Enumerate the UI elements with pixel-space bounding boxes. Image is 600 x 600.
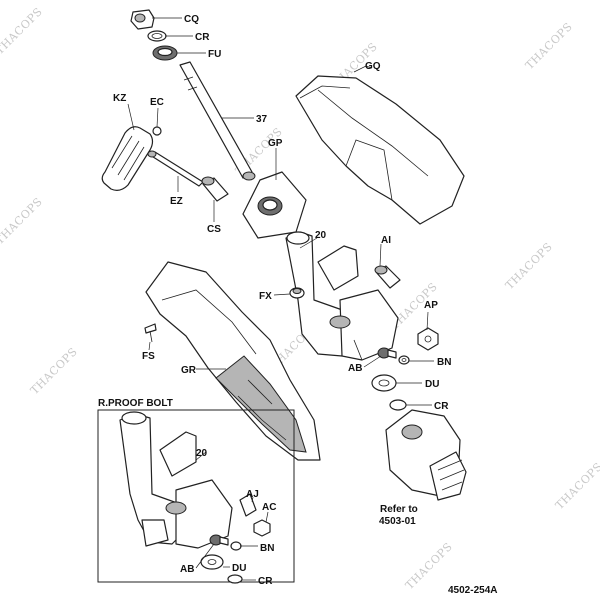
part-aj-bushing-inset: [239, 493, 257, 517]
label-37: 37: [256, 114, 268, 125]
reference-line-1: Refer to: [380, 504, 418, 515]
part-gq-upper-cover: [295, 75, 465, 225]
label-20-main: 20: [315, 230, 327, 241]
figure-code: 4502-254A: [448, 585, 497, 596]
part-cr-clip-main: [389, 399, 407, 411]
watermark: THACOPS: [553, 460, 600, 512]
part-fu-bearing: [152, 45, 178, 61]
part-du-washer-inset: [200, 554, 224, 570]
part-du-washer-main: [371, 374, 397, 392]
watermark: THACOPS: [523, 20, 575, 72]
label-du-main: DU: [425, 379, 439, 390]
inset-panel: [97, 409, 295, 583]
part-fx-cap: [289, 287, 305, 299]
part-ac-nut-inset: [253, 519, 271, 537]
label-cr-main: CR: [434, 401, 449, 412]
part-20-column-bracket: [285, 231, 399, 361]
part-lock-assembly: [385, 409, 467, 501]
part-bn-washer-inset: [230, 541, 242, 551]
part-cq-nut: [130, 9, 155, 30]
watermark: THACOPS: [0, 195, 45, 247]
label-ez: EZ: [170, 196, 183, 207]
label-20-inset: 20: [196, 448, 208, 459]
part-gp-plate: [242, 171, 307, 239]
label-gq: GQ: [365, 61, 381, 72]
watermark: THACOPS: [28, 345, 80, 397]
label-cr-top: CR: [195, 32, 210, 43]
label-ac: AC: [262, 502, 276, 513]
part-kz-key: [101, 126, 154, 191]
label-fs: FS: [142, 351, 155, 362]
label-ab-main: AB: [348, 363, 362, 374]
label-du-inset: DU: [232, 563, 246, 574]
callout-labels: CQ CR FU 37 KZ EC GQ GP EZ CS 20 AI FX A…: [98, 14, 497, 596]
part-bn-washer-main: [398, 355, 410, 365]
reference-line-2: 4503-01: [379, 516, 416, 527]
part-ez-shaft: [147, 150, 204, 187]
part-cr-clip-inset: [227, 574, 243, 584]
part-ap-nut: [417, 327, 439, 351]
inset-title: R.PROOF BOLT: [98, 398, 173, 409]
part-ab-bolt-inset: [209, 534, 229, 546]
label-fu: FU: [208, 49, 221, 60]
label-cq: CQ: [184, 14, 199, 25]
label-gp: GP: [268, 138, 283, 149]
label-cs: CS: [207, 224, 221, 235]
part-ai-bushing: [374, 265, 401, 289]
label-gr: GR: [181, 365, 197, 376]
label-ab-inset: AB: [180, 564, 194, 575]
label-aj: AJ: [246, 489, 259, 500]
part-cr-top-clip: [147, 30, 167, 42]
part-fs-screw: [144, 323, 157, 343]
part-cs-sleeve: [201, 176, 229, 202]
label-ap: AP: [424, 300, 438, 311]
part-ab-bolt-main: [377, 347, 397, 359]
part-ec-pin: [152, 126, 162, 136]
label-fx: FX: [259, 291, 272, 302]
watermark: THACOPS: [503, 240, 555, 292]
label-ai: AI: [381, 235, 391, 246]
label-ec: EC: [150, 97, 164, 108]
label-kz: KZ: [113, 93, 126, 104]
label-cr-inset: CR: [258, 576, 273, 587]
watermark: THACOPS: [0, 5, 45, 57]
label-bn-inset: BN: [260, 543, 274, 554]
part-37-shaft: [179, 61, 256, 181]
leader-lines: [127, 17, 434, 581]
label-bn-main: BN: [437, 357, 451, 368]
